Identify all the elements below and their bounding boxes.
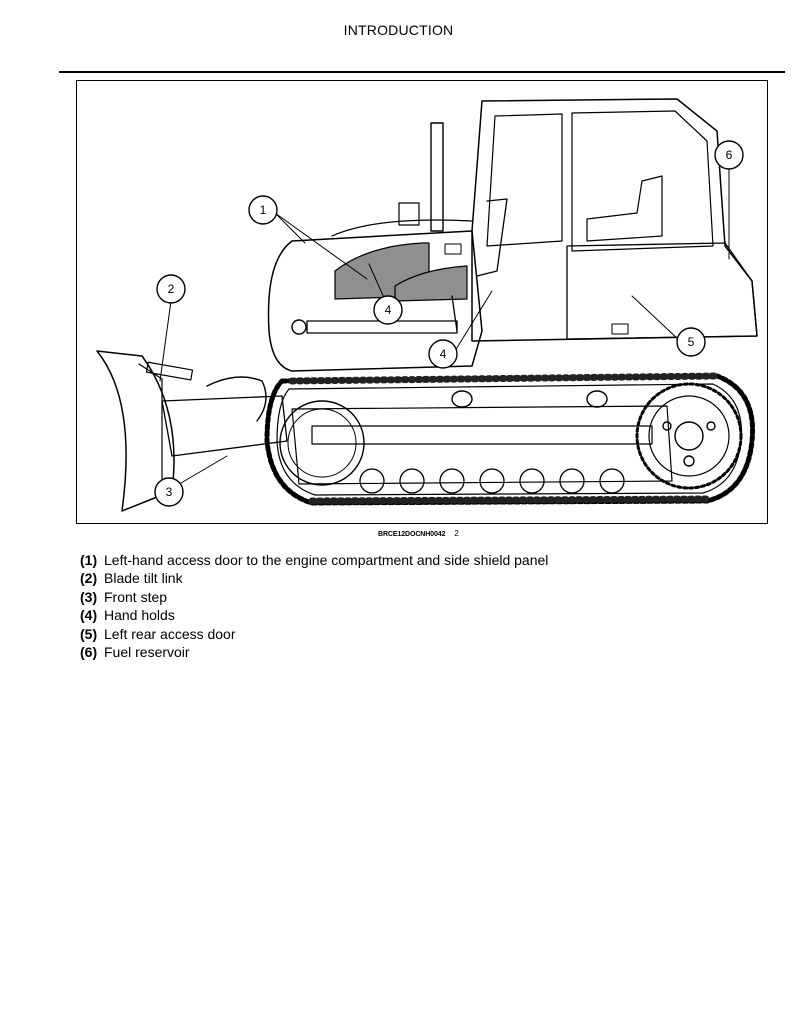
legend-item-number: (3) bbox=[80, 588, 98, 605]
callout-label-1: 1 bbox=[260, 203, 267, 217]
legend-item-number: (2) bbox=[80, 570, 98, 587]
page-header-title: INTRODUCTION bbox=[343, 22, 454, 38]
legend-item-text: Left-hand access door to the engine comp… bbox=[104, 552, 549, 568]
legend-item-text: Fuel reservoir bbox=[104, 644, 190, 661]
legend-item-number: (5) bbox=[80, 625, 98, 642]
legend-item: (5) Left rear access door bbox=[80, 625, 548, 643]
legend-item: (1) Left-hand access door to the engine c… bbox=[80, 551, 548, 569]
legend-item: (3) Front step bbox=[80, 588, 548, 606]
legend-item-number: (1) bbox=[80, 552, 98, 568]
bulldozer-illustration: 1 2 3 4 4 5 6 bbox=[76, 80, 768, 524]
figure-caption-number: 2 bbox=[454, 529, 459, 538]
callout-leaders bbox=[159, 168, 730, 484]
callout-label-3: 3 bbox=[166, 485, 173, 499]
callout-label-4b: 4 bbox=[440, 347, 447, 361]
legend-item: (6) Fuel reservoir bbox=[80, 643, 548, 661]
legend-item-text: Front step bbox=[104, 588, 168, 605]
legend-item-text: Left rear access door bbox=[104, 625, 236, 642]
legend-item-text: Hand holds bbox=[104, 607, 175, 624]
figure-caption-code: BRCE12DOCNH0042 bbox=[378, 531, 446, 538]
callout-label-2: 2 bbox=[168, 282, 175, 296]
legend-item-text: Blade tilt link bbox=[104, 570, 183, 587]
figure-caption: BRCE12DOCNH0042 2 bbox=[378, 529, 459, 538]
legend-item-number: (6) bbox=[80, 644, 98, 661]
header-rule bbox=[59, 71, 785, 73]
callout-label-6: 6 bbox=[726, 148, 733, 162]
engine-hood bbox=[267, 122, 483, 372]
callout-markers bbox=[154, 140, 744, 507]
legend-item: (4) Hand holds bbox=[80, 606, 548, 624]
dozer-blade bbox=[96, 350, 288, 512]
legend-item: (2) Blade tilt link bbox=[80, 569, 548, 587]
legend-item-number: (4) bbox=[80, 607, 98, 624]
figure-legend: (1) Left-hand access door to the engine c… bbox=[80, 551, 548, 661]
track-assembly bbox=[264, 372, 756, 506]
callout-label-5: 5 bbox=[688, 335, 695, 349]
callout-label-4a: 4 bbox=[385, 303, 392, 317]
operator-cab bbox=[444, 98, 758, 342]
